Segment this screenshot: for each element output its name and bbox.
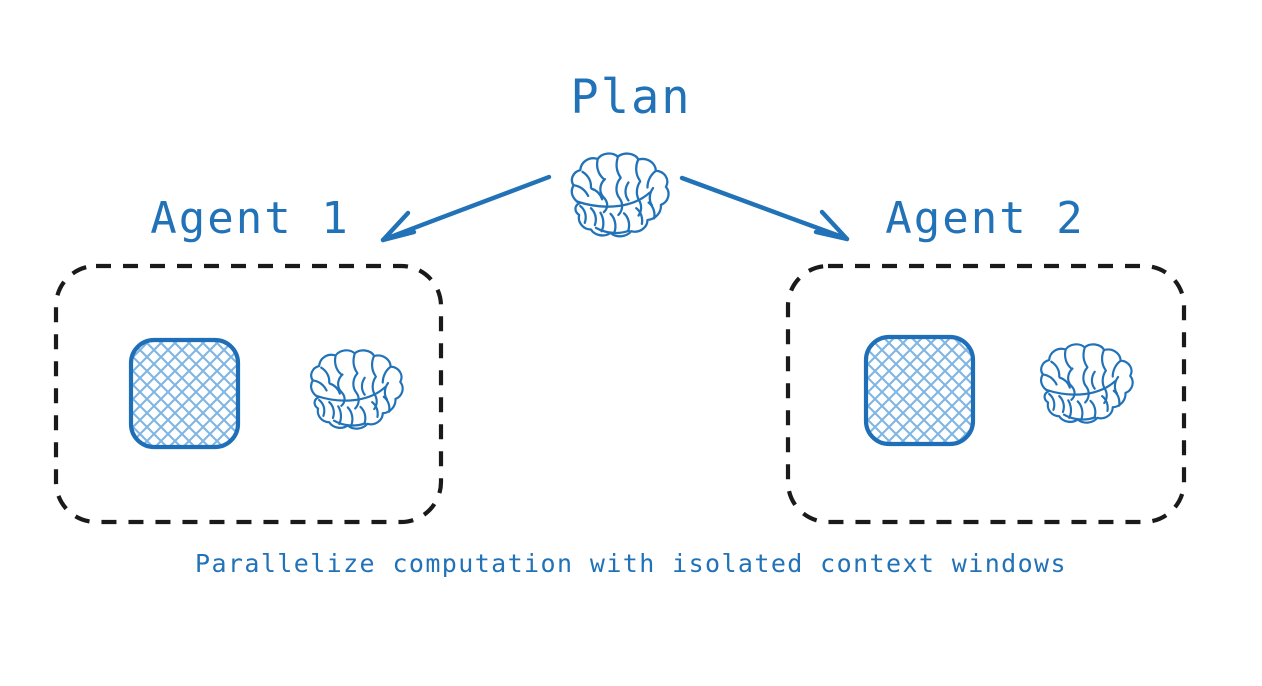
arrow-to-agent-2 <box>679 175 850 242</box>
agent-1-label: Agent 1 <box>150 193 350 244</box>
diagram-caption: Parallelize computation with isolated co… <box>195 549 1067 578</box>
agent-1-context-window-icon <box>128 337 241 450</box>
agent-2-brain-icon <box>1040 343 1134 424</box>
page-title: Plan <box>570 70 692 125</box>
agent-2-container <box>785 263 1187 525</box>
arrow-to-agent-1 <box>380 174 552 243</box>
agent-1-container <box>53 263 444 525</box>
agent-2-context-window-icon <box>863 334 976 447</box>
agent-1-brain-icon <box>310 349 404 430</box>
plan-brain-icon <box>570 152 670 238</box>
agent-2-label: Agent 2 <box>885 193 1085 244</box>
